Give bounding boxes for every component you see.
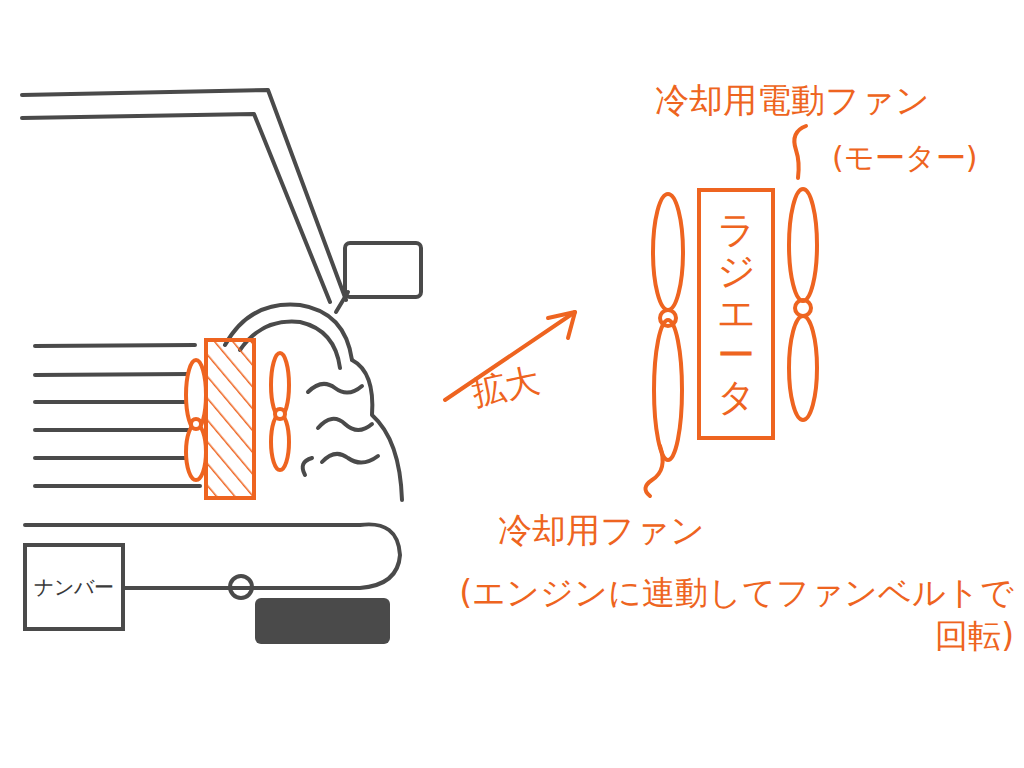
radiator-box: ラジエータ xyxy=(697,188,775,440)
plate-label: ナンバー xyxy=(34,574,114,601)
part-label: 冷却用電動ファン xyxy=(655,78,1017,122)
license-plate: ナンバー xyxy=(28,548,120,626)
radiator-label: ラジエータ xyxy=(717,210,755,419)
enlarge-label: 拡大 xyxy=(468,349,585,415)
part-label: (エンジンに連動してファンベルトで回転) xyxy=(458,572,1014,658)
part-label: (モーター) xyxy=(832,138,1002,177)
part-label: 冷却用ファン xyxy=(498,508,758,552)
